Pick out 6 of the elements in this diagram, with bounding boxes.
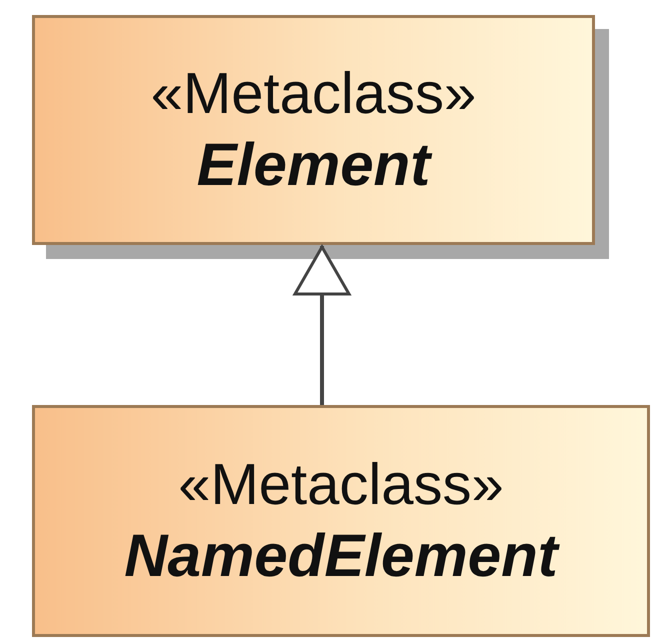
stereotype-label: «Metaclass»: [178, 451, 504, 520]
class-name: Element: [196, 130, 430, 200]
metaclass-box: [32, 405, 650, 637]
class-name: NamedElement: [124, 520, 558, 591]
stereotype-label: «Metaclass»: [150, 60, 476, 128]
generalization-arrow: [294, 246, 350, 405]
